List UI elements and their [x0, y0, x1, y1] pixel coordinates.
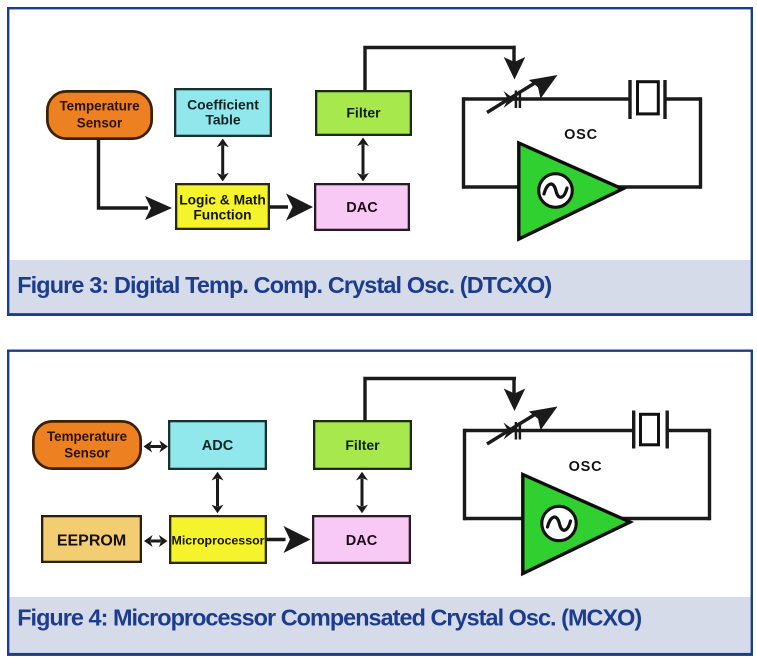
svg-text:OSC: OSC [564, 127, 598, 143]
svg-text:Table: Table [205, 112, 241, 128]
svg-text:Sensor: Sensor [77, 115, 123, 130]
svg-text:Filter: Filter [346, 105, 381, 121]
svg-text:Logic & Math: Logic & Math [179, 192, 266, 207]
svg-text:Microprocessor: Microprocessor [172, 533, 265, 547]
svg-text:Function: Function [193, 207, 251, 222]
svg-text:Temperature: Temperature [47, 429, 127, 444]
svg-text:Temperature: Temperature [59, 99, 139, 114]
svg-text:DAC: DAC [346, 533, 378, 549]
svg-text:Filter: Filter [345, 437, 380, 453]
svg-text:DAC: DAC [346, 200, 378, 216]
svg-text:Sensor: Sensor [64, 445, 110, 460]
svg-text:ADC: ADC [202, 438, 234, 454]
svg-text:Figure 3: Digital Temp. Comp.: Figure 3: Digital Temp. Comp. Crystal Os… [17, 272, 551, 298]
svg-text:OSC: OSC [569, 459, 603, 475]
svg-text:Coefficient: Coefficient [187, 97, 259, 113]
svg-text:EEPROM: EEPROM [57, 532, 126, 549]
svg-text:Figure 4: Microprocessor Compe: Figure 4: Microprocessor Compensated Cry… [17, 604, 641, 630]
